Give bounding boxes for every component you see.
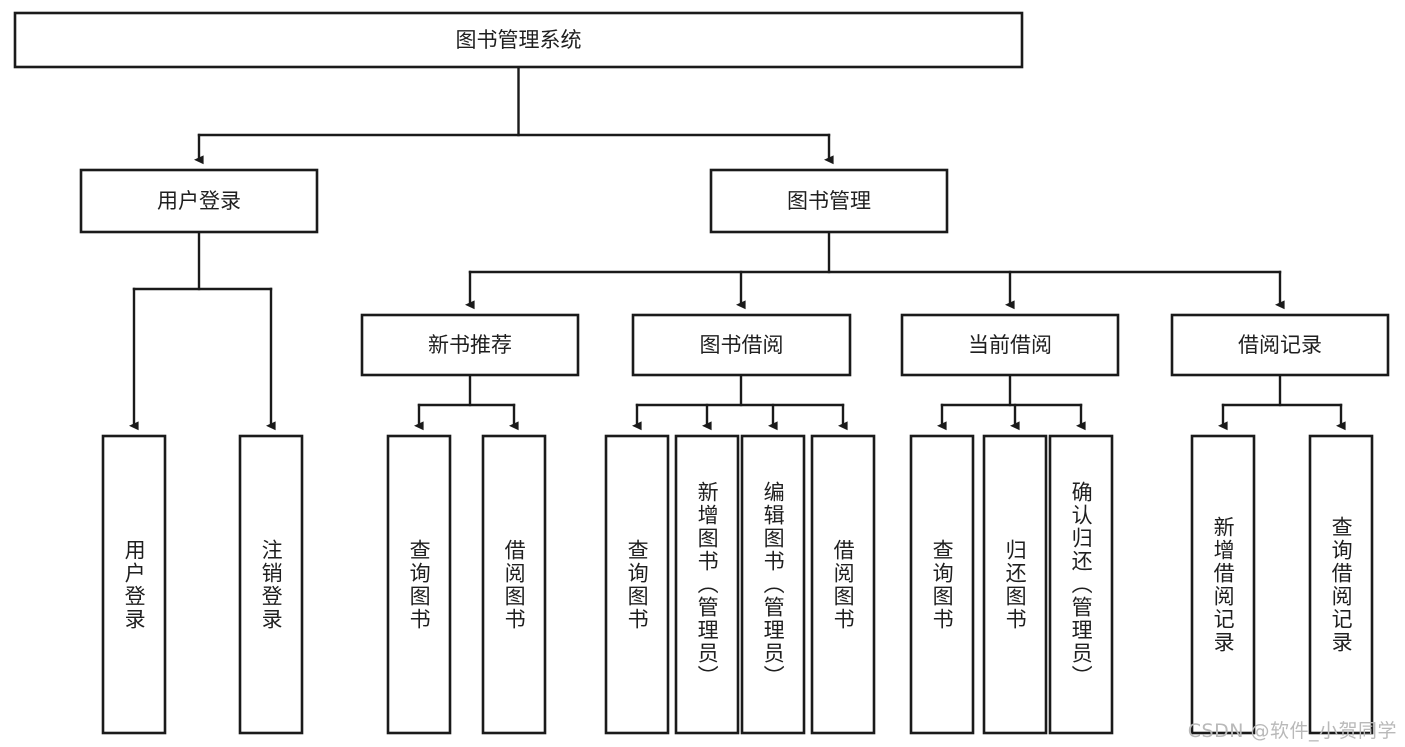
nodes-layer: 图书管理系统 用户登录 图书管理 新书推荐 图书借阅 当前 xyxy=(13,11,1390,735)
node-book-management-system[interactable]: 图书管理系统 xyxy=(13,11,1024,69)
node-label-borrow-record: 借阅记录 xyxy=(1238,333,1322,357)
leaf-boxes-layer xyxy=(101,434,1374,735)
node-label-user-login: 用户登录 xyxy=(157,189,241,213)
leaf-box-user-logout[interactable] xyxy=(238,434,304,735)
edges-layer xyxy=(129,65,1346,431)
leaf-box-confirm-return[interactable] xyxy=(1048,434,1114,735)
csdn-watermark: CSDN @软件_小贺同学 xyxy=(1187,720,1397,742)
leaf-box-query-book-borrow[interactable] xyxy=(604,434,670,735)
node-label-new-book-rec: 新书推荐 xyxy=(428,333,512,357)
node-current-borrow[interactable]: 当前借阅 xyxy=(900,313,1120,377)
node-user-login[interactable]: 用户登录 xyxy=(79,168,319,234)
leaf-box-borrow-book-rec[interactable] xyxy=(481,434,547,735)
leaf-box-return-book[interactable] xyxy=(982,434,1048,735)
node-book-borrow[interactable]: 图书借阅 xyxy=(631,313,852,377)
leaf-box-borrow-book[interactable] xyxy=(810,434,876,735)
node-label-current-borrow: 当前借阅 xyxy=(968,333,1052,357)
leaf-box-user-login[interactable] xyxy=(101,434,167,735)
node-book-manage[interactable]: 图书管理 xyxy=(709,168,949,234)
leaf-box-query-book-cur[interactable] xyxy=(909,434,975,735)
node-borrow-record[interactable]: 借阅记录 xyxy=(1170,313,1390,377)
leaf-box-edit-book[interactable] xyxy=(740,434,806,735)
node-label-book-manage: 图书管理 xyxy=(787,189,871,213)
leaf-box-add-record[interactable] xyxy=(1190,434,1256,735)
node-new-book-recommendation[interactable]: 新书推荐 xyxy=(360,313,580,377)
leaf-box-query-book-rec[interactable] xyxy=(386,434,452,735)
leaf-box-query-record[interactable] xyxy=(1308,434,1374,735)
node-label-book-borrow: 图书借阅 xyxy=(700,333,784,357)
node-label-root: 图书管理系统 xyxy=(456,28,582,52)
leaf-box-add-book[interactable] xyxy=(674,434,740,735)
